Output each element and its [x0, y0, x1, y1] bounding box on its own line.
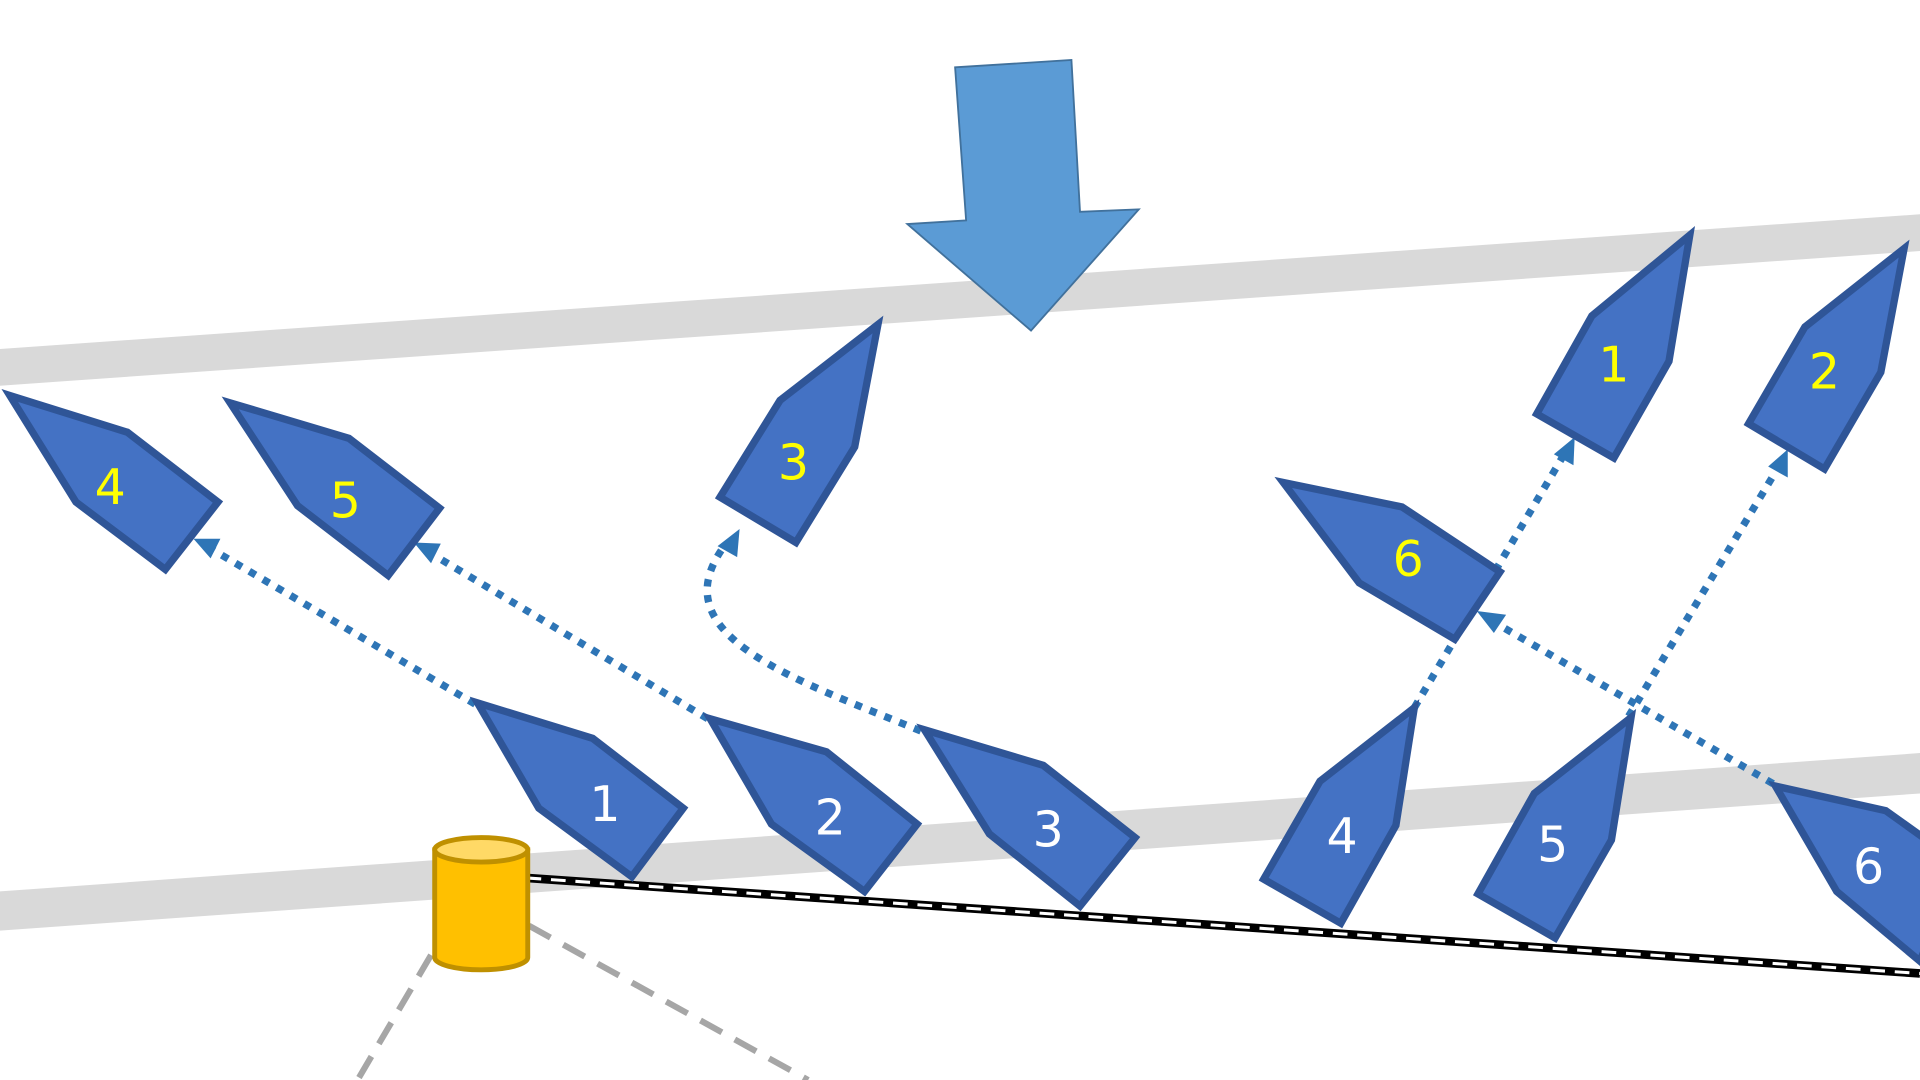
mooring-line-right [527, 923, 810, 1080]
arrowhead-3 [717, 528, 740, 558]
cylinder-buoy-icon [432, 835, 531, 973]
ship-label: 6 [1853, 838, 1884, 895]
path-ship-6-to-6 [1492, 618, 1775, 787]
ship-before-3[interactable]: 3 [916, 723, 1141, 912]
ship-after-4[interactable]: 4 [1, 389, 224, 575]
ship-label: 4 [95, 459, 126, 516]
ship-before-6[interactable]: 6 [1768, 780, 1920, 967]
ship-after-2[interactable]: 2 [1743, 239, 1910, 475]
path-ship-3-to-3 [703, 546, 923, 735]
path-ship-5-to-2 [1625, 465, 1782, 719]
ship-label: 2 [815, 789, 846, 846]
arrowhead-1 [193, 538, 221, 559]
arrowhead-5 [1768, 449, 1788, 478]
ship-label: 1 [589, 776, 620, 833]
ship-label: 5 [330, 472, 361, 529]
down-arrow-icon [905, 59, 1141, 332]
mooring-line-left [354, 953, 434, 1080]
ship-label: 3 [1033, 802, 1064, 859]
path-ship-2-to-5 [429, 550, 710, 722]
ship-label: 1 [1598, 336, 1629, 393]
ship-before-2[interactable]: 2 [702, 712, 923, 897]
path-ship-1-to-4 [208, 545, 477, 708]
ship-before-4[interactable]: 4 [1258, 699, 1420, 929]
arrowhead-2 [413, 542, 441, 564]
arrowhead-6 [1476, 611, 1507, 634]
upper-lane-band [0, 214, 1920, 386]
ship-after-3[interactable]: 3 [714, 315, 884, 548]
ship-label: 5 [1537, 816, 1568, 873]
ship-after-1[interactable]: 1 [1531, 226, 1696, 463]
ship-after-5[interactable]: 5 [221, 396, 445, 581]
ship-label: 6 [1393, 531, 1424, 588]
ship-before-5[interactable]: 5 [1472, 708, 1637, 943]
ship-label: 4 [1326, 808, 1357, 865]
ship-after-6[interactable]: 6 [1274, 476, 1506, 645]
movement-paths [193, 437, 1788, 787]
ship-label: 3 [778, 434, 809, 491]
cable-line [526, 873, 1920, 978]
ship-label: 2 [1809, 344, 1840, 401]
arrowhead-4 [1553, 437, 1575, 466]
ship-before-1[interactable]: 1 [469, 696, 689, 882]
